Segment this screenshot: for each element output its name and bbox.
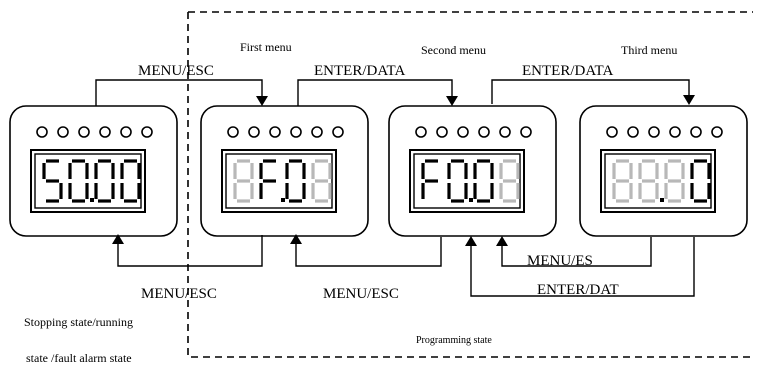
- indicator-led: [99, 126, 111, 138]
- enter-data-label-top-1: ENTER/DATA: [314, 63, 405, 79]
- enter-dat-label: ENTER/DAT: [537, 282, 619, 298]
- programming-state-label: Programming state: [416, 335, 492, 346]
- display-digit: [690, 159, 711, 203]
- indicator-led: [227, 126, 239, 138]
- indicator-led: [415, 126, 427, 138]
- indicator-led: [332, 126, 344, 138]
- indicator-led: [290, 126, 302, 138]
- panel-second-menu: [388, 105, 557, 237]
- panel-stopping-state: [9, 105, 178, 237]
- state-description-line-2: state /fault alarm state: [26, 351, 132, 365]
- indicator-led: [78, 126, 90, 138]
- indicator-led: [457, 126, 469, 138]
- state-description-line-1: Stopping state/running: [24, 315, 133, 329]
- third-menu-label: Third menu: [621, 43, 677, 57]
- panel-outline: [579, 105, 748, 237]
- panel-outline: [9, 105, 178, 237]
- indicator-led: [499, 126, 511, 138]
- panel-outline: [200, 105, 369, 237]
- indicator-led: [627, 126, 639, 138]
- display-digit: [664, 159, 685, 203]
- menu-es-label: MENU/ES: [527, 253, 593, 269]
- display-digit: [473, 159, 494, 203]
- connector-lines: [95, 79, 695, 297]
- decimal-point: [660, 198, 664, 202]
- menu-esc-label-bottom-1: MENU/ESC: [141, 286, 217, 302]
- indicator-led: [269, 126, 281, 138]
- display-digit: [421, 159, 438, 199]
- display-digit: [120, 159, 141, 203]
- display-digit: [447, 159, 473, 203]
- indicator-led: [36, 126, 48, 138]
- display-digit: [285, 159, 306, 203]
- first-menu-label: First menu: [240, 40, 292, 54]
- display-digit: [42, 159, 63, 203]
- programming-state-frame: [187, 11, 753, 358]
- indicator-led: [606, 126, 618, 138]
- display-digit: [311, 159, 332, 203]
- indicator-led: [690, 126, 702, 138]
- indicator-led: [57, 126, 69, 138]
- display-digit: [233, 159, 254, 203]
- indicator-led: [669, 126, 681, 138]
- menu-esc-label-bottom-2: MENU/ESC: [323, 286, 399, 302]
- panel-first-menu: [200, 105, 369, 237]
- indicator-led: [120, 126, 132, 138]
- display-digit: [68, 159, 94, 203]
- indicator-led: [711, 126, 723, 138]
- enter-data-label-top-2: ENTER/DATA: [522, 63, 613, 79]
- indicator-led: [478, 126, 490, 138]
- display-digit: [612, 159, 633, 203]
- display-digit: [259, 159, 285, 202]
- indicator-led: [436, 126, 448, 138]
- menu-esc-label-top: MENU/ESC: [138, 63, 214, 79]
- indicator-led: [141, 126, 153, 138]
- display-digit: [94, 159, 115, 203]
- panel-third-menu: [579, 105, 748, 237]
- second-menu-label: Second menu: [421, 43, 486, 57]
- indicator-led: [311, 126, 323, 138]
- panel-outline: [388, 105, 557, 237]
- indicator-led: [248, 126, 260, 138]
- indicator-led: [520, 126, 532, 138]
- display-digit: [499, 159, 520, 203]
- indicator-led: [648, 126, 660, 138]
- decimal-point: [90, 198, 94, 202]
- display-digit: [638, 159, 664, 203]
- decimal-point: [469, 198, 473, 202]
- decimal-point: [281, 198, 285, 202]
